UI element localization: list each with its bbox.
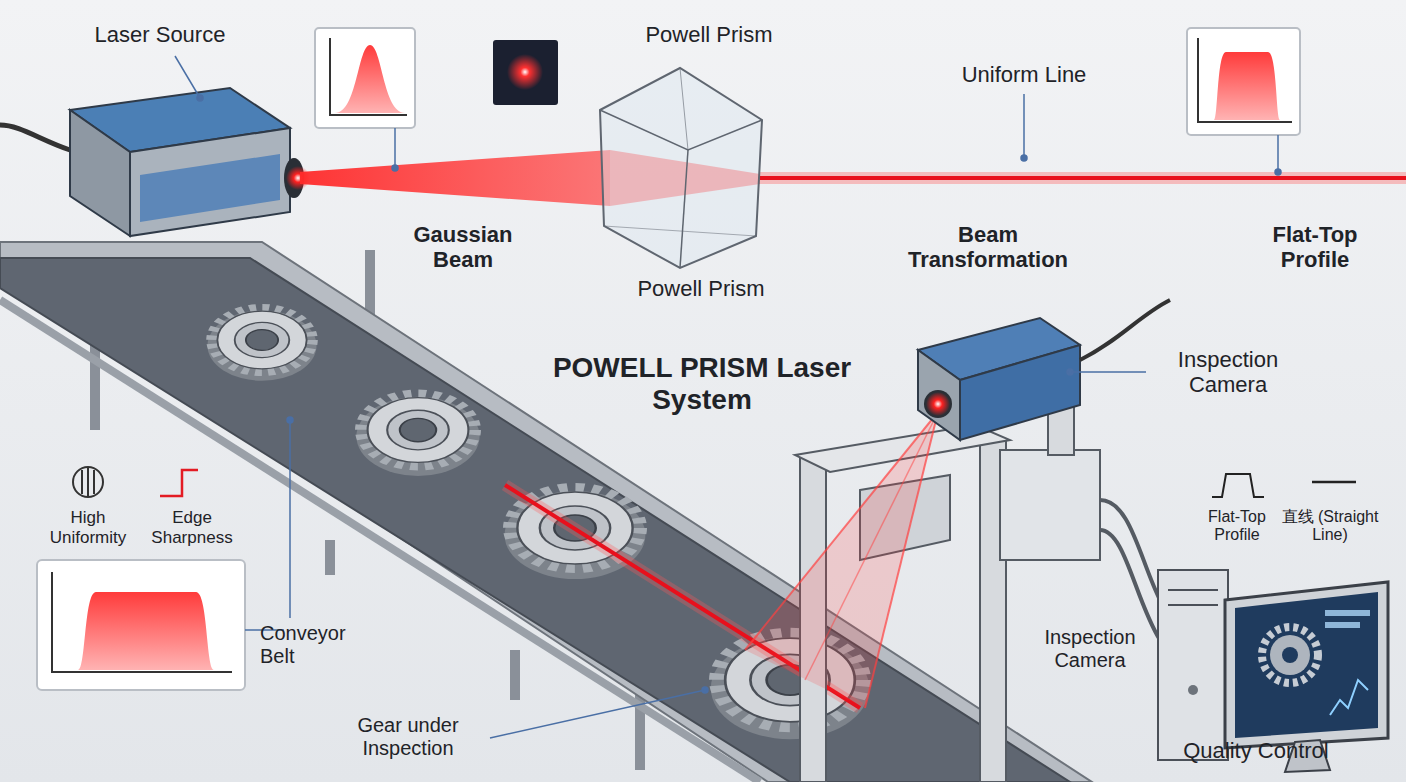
part-label: Uniform Line [924,62,1124,87]
part-label: Laser Source [60,22,260,47]
feature-icons [73,467,1356,497]
powell-prism [600,68,762,268]
part-label: Powell Prism [609,22,809,47]
laser-beam [300,150,1406,206]
part-label: Quality Control [1156,738,1356,763]
part-label: Powell Prism [601,276,801,301]
part-label: Conveyor Belt [260,622,364,668]
part-label: Inspection Camera [1153,347,1303,398]
stage-label: Gaussian Beam [398,222,528,273]
part-label: Inspection Camera [1020,626,1160,672]
laser-source [0,88,310,236]
gears [207,308,869,739]
leader-lines [175,56,1281,738]
feature-label: 直线 (Straight Line) [1270,508,1390,545]
stage-label: Beam Transformation [901,222,1076,273]
part-label: Gear under Inspection [333,714,483,760]
camera-view-fan [745,412,938,708]
profile-insets [37,28,1300,690]
conveyor-belt [0,242,1092,782]
diagram-title: POWELL PRISM Laser System [542,352,862,416]
feature-label: Edge Sharpness [142,508,242,547]
feature-label: Flat-Top Profile [1187,508,1287,545]
feature-label: High Uniformity [33,508,143,547]
stage-label: Flat-Top Profile [1250,222,1380,273]
inspection-camera [918,300,1170,440]
